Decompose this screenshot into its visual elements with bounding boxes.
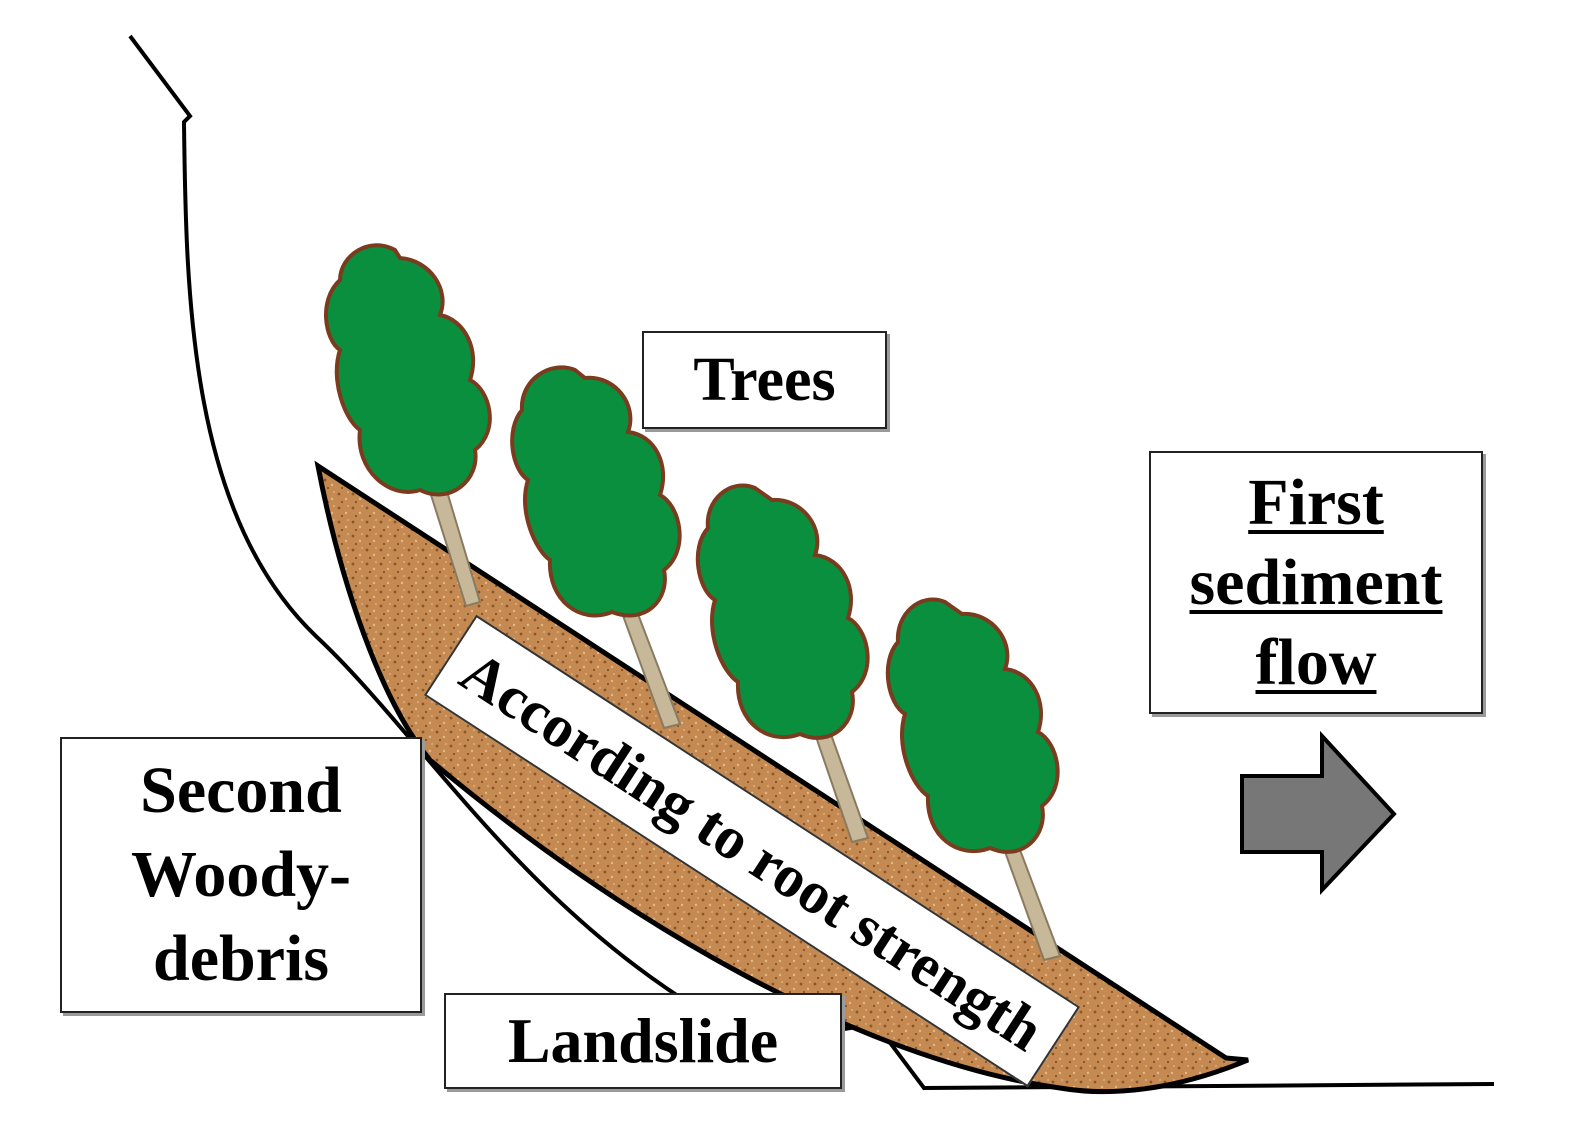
second-woody-debris-line-2: Woody- [130, 838, 352, 911]
tree-icon [324, 243, 492, 608]
tree-icon [695, 483, 870, 844]
tree-icon [885, 597, 1062, 962]
trees-label-text: Trees [693, 345, 836, 414]
trees-label: Trees [642, 331, 887, 429]
right-arrow-icon [1240, 730, 1397, 896]
first-sediment-flow-label: First sediment flow [1149, 451, 1483, 714]
second-woody-debris-label: Second Woody- debris [60, 737, 422, 1013]
slope-line [128, 34, 1495, 1091]
first-sediment-flow-line-3: flow [1255, 625, 1377, 699]
landslide-label-text: Landslide [507, 1005, 779, 1076]
second-woody-debris-line-3: debris [152, 922, 330, 995]
first-sediment-flow-line-2: sediment [1189, 545, 1443, 619]
landslide-label: Landslide [444, 993, 842, 1089]
second-woody-debris-line-1: Second [140, 754, 342, 827]
soil-mass [314, 460, 1249, 1095]
first-sediment-flow-line-1: First [1248, 465, 1384, 539]
tree-icon [510, 365, 682, 730]
